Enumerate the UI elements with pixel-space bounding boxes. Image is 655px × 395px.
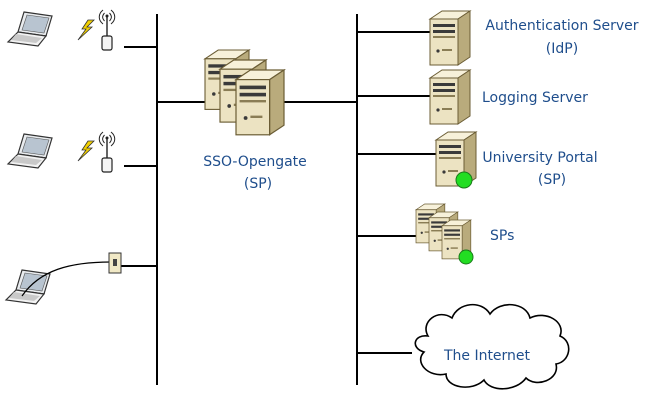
internet-name: The Internet bbox=[443, 348, 531, 364]
portal-name: University Portal bbox=[482, 150, 597, 166]
server-icon bbox=[429, 69, 471, 125]
logging-name: Logging Server bbox=[482, 90, 588, 106]
cloud-icon bbox=[414, 303, 570, 390]
network-links bbox=[119, 14, 438, 385]
laptop-icon bbox=[7, 133, 53, 169]
sso-role: (SP) bbox=[244, 176, 272, 192]
client-wireless-1 bbox=[7, 9, 116, 51]
portal-role: (SP) bbox=[538, 172, 566, 188]
wall-port-icon bbox=[108, 252, 122, 274]
sso-name: SSO-Opengate bbox=[203, 154, 307, 170]
sps-name: SPs bbox=[490, 228, 514, 244]
server-cluster-icon bbox=[204, 49, 285, 136]
lightning-icon bbox=[77, 140, 95, 162]
cable bbox=[21, 261, 112, 297]
lightning-icon bbox=[77, 19, 95, 41]
status-online-icon bbox=[458, 249, 474, 265]
client-wired bbox=[5, 252, 122, 305]
server-with-status-icon bbox=[435, 131, 477, 189]
auth-name: Authentication Server bbox=[485, 18, 638, 34]
client-wireless-2 bbox=[7, 131, 116, 173]
laptop-icon bbox=[7, 11, 53, 47]
status-online-icon bbox=[455, 171, 473, 189]
wireless-access-point-icon bbox=[98, 131, 116, 173]
server-icon bbox=[429, 10, 471, 66]
server-cluster-with-status-icon bbox=[415, 203, 474, 265]
laptop-icon bbox=[5, 269, 51, 305]
auth-role: (IdP) bbox=[546, 41, 578, 57]
wireless-access-point-icon bbox=[98, 9, 116, 51]
